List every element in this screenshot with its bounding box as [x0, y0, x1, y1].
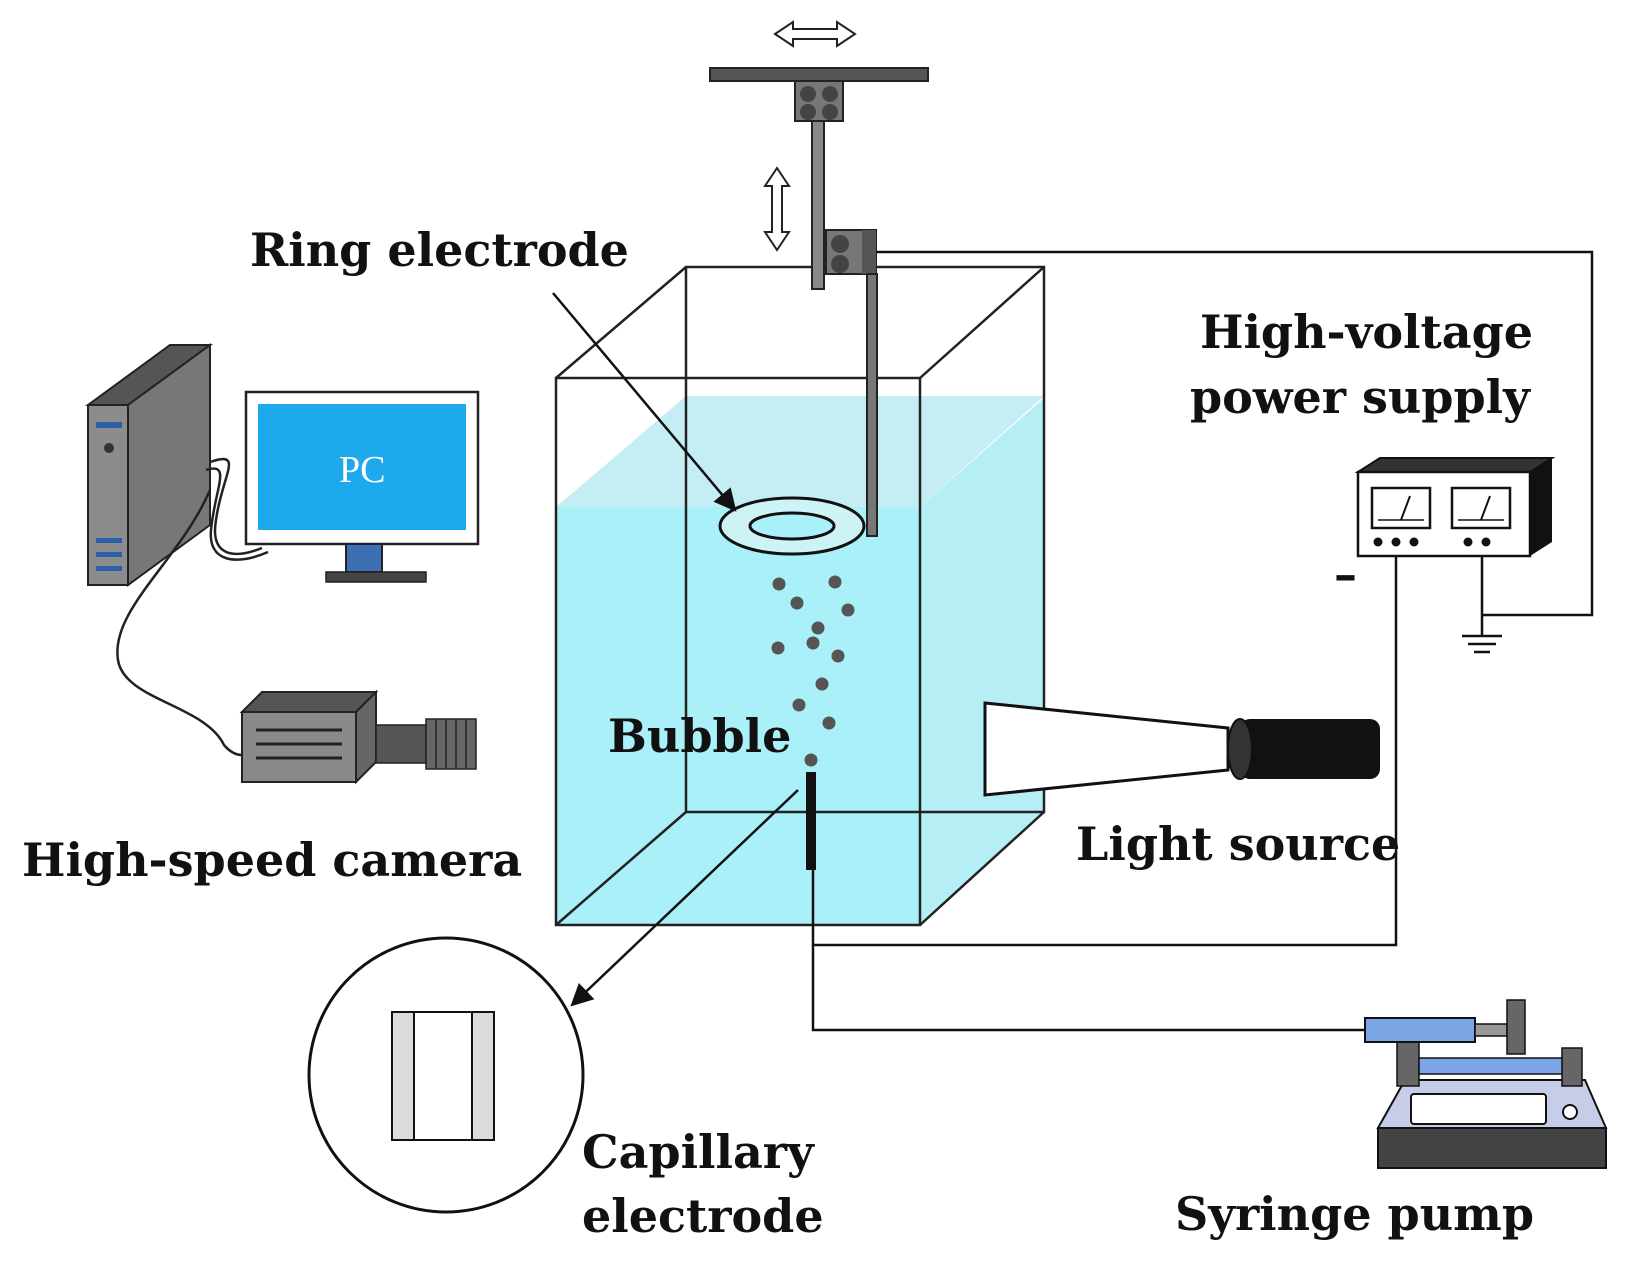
high-voltage-label-line1: High-voltage [1200, 305, 1533, 359]
water-tank [554, 265, 1046, 927]
capillary-zoom-view [307, 936, 585, 1214]
ground-icon [1462, 552, 1502, 654]
high-speed-camera [239, 689, 477, 785]
pc-tower [84, 343, 214, 587]
capillary-label-line2: electrode [582, 1189, 824, 1243]
cables [116, 457, 269, 757]
high-voltage-label-line2: power supply [1190, 370, 1531, 424]
wires [811, 250, 1594, 1032]
light-source [983, 701, 1380, 797]
negative-terminal-label: – [1334, 547, 1357, 601]
ring-electrode-label: Ring electrode [250, 223, 629, 277]
syringe-pump-label: Syringe pump [1175, 1187, 1534, 1241]
capillary-arrow [570, 789, 799, 1007]
water-surface [556, 396, 1044, 507]
ring-electrode [718, 496, 866, 556]
bubble-label: Bubble [608, 709, 791, 763]
monitor-screen [258, 404, 466, 530]
pc-label: PC [339, 449, 385, 491]
capillary-label-line1: Capillary [582, 1125, 815, 1179]
syringe-pump [1364, 999, 1608, 1169]
ring-electrode-arrow [552, 292, 737, 512]
positioning-stage [709, 20, 929, 537]
capillary-tube [806, 772, 816, 870]
high-speed-camera-label: High-speed camera [22, 833, 522, 887]
power-supply [1354, 457, 1556, 558]
pointer-arrows [552, 292, 799, 1007]
light-source-label: Light source [1076, 817, 1400, 871]
vertical-double-arrow-icon [763, 166, 791, 252]
pc-monitor [244, 390, 480, 583]
horizontal-double-arrow-icon [773, 20, 857, 48]
water-front [556, 507, 920, 925]
bubbles [771, 575, 855, 767]
